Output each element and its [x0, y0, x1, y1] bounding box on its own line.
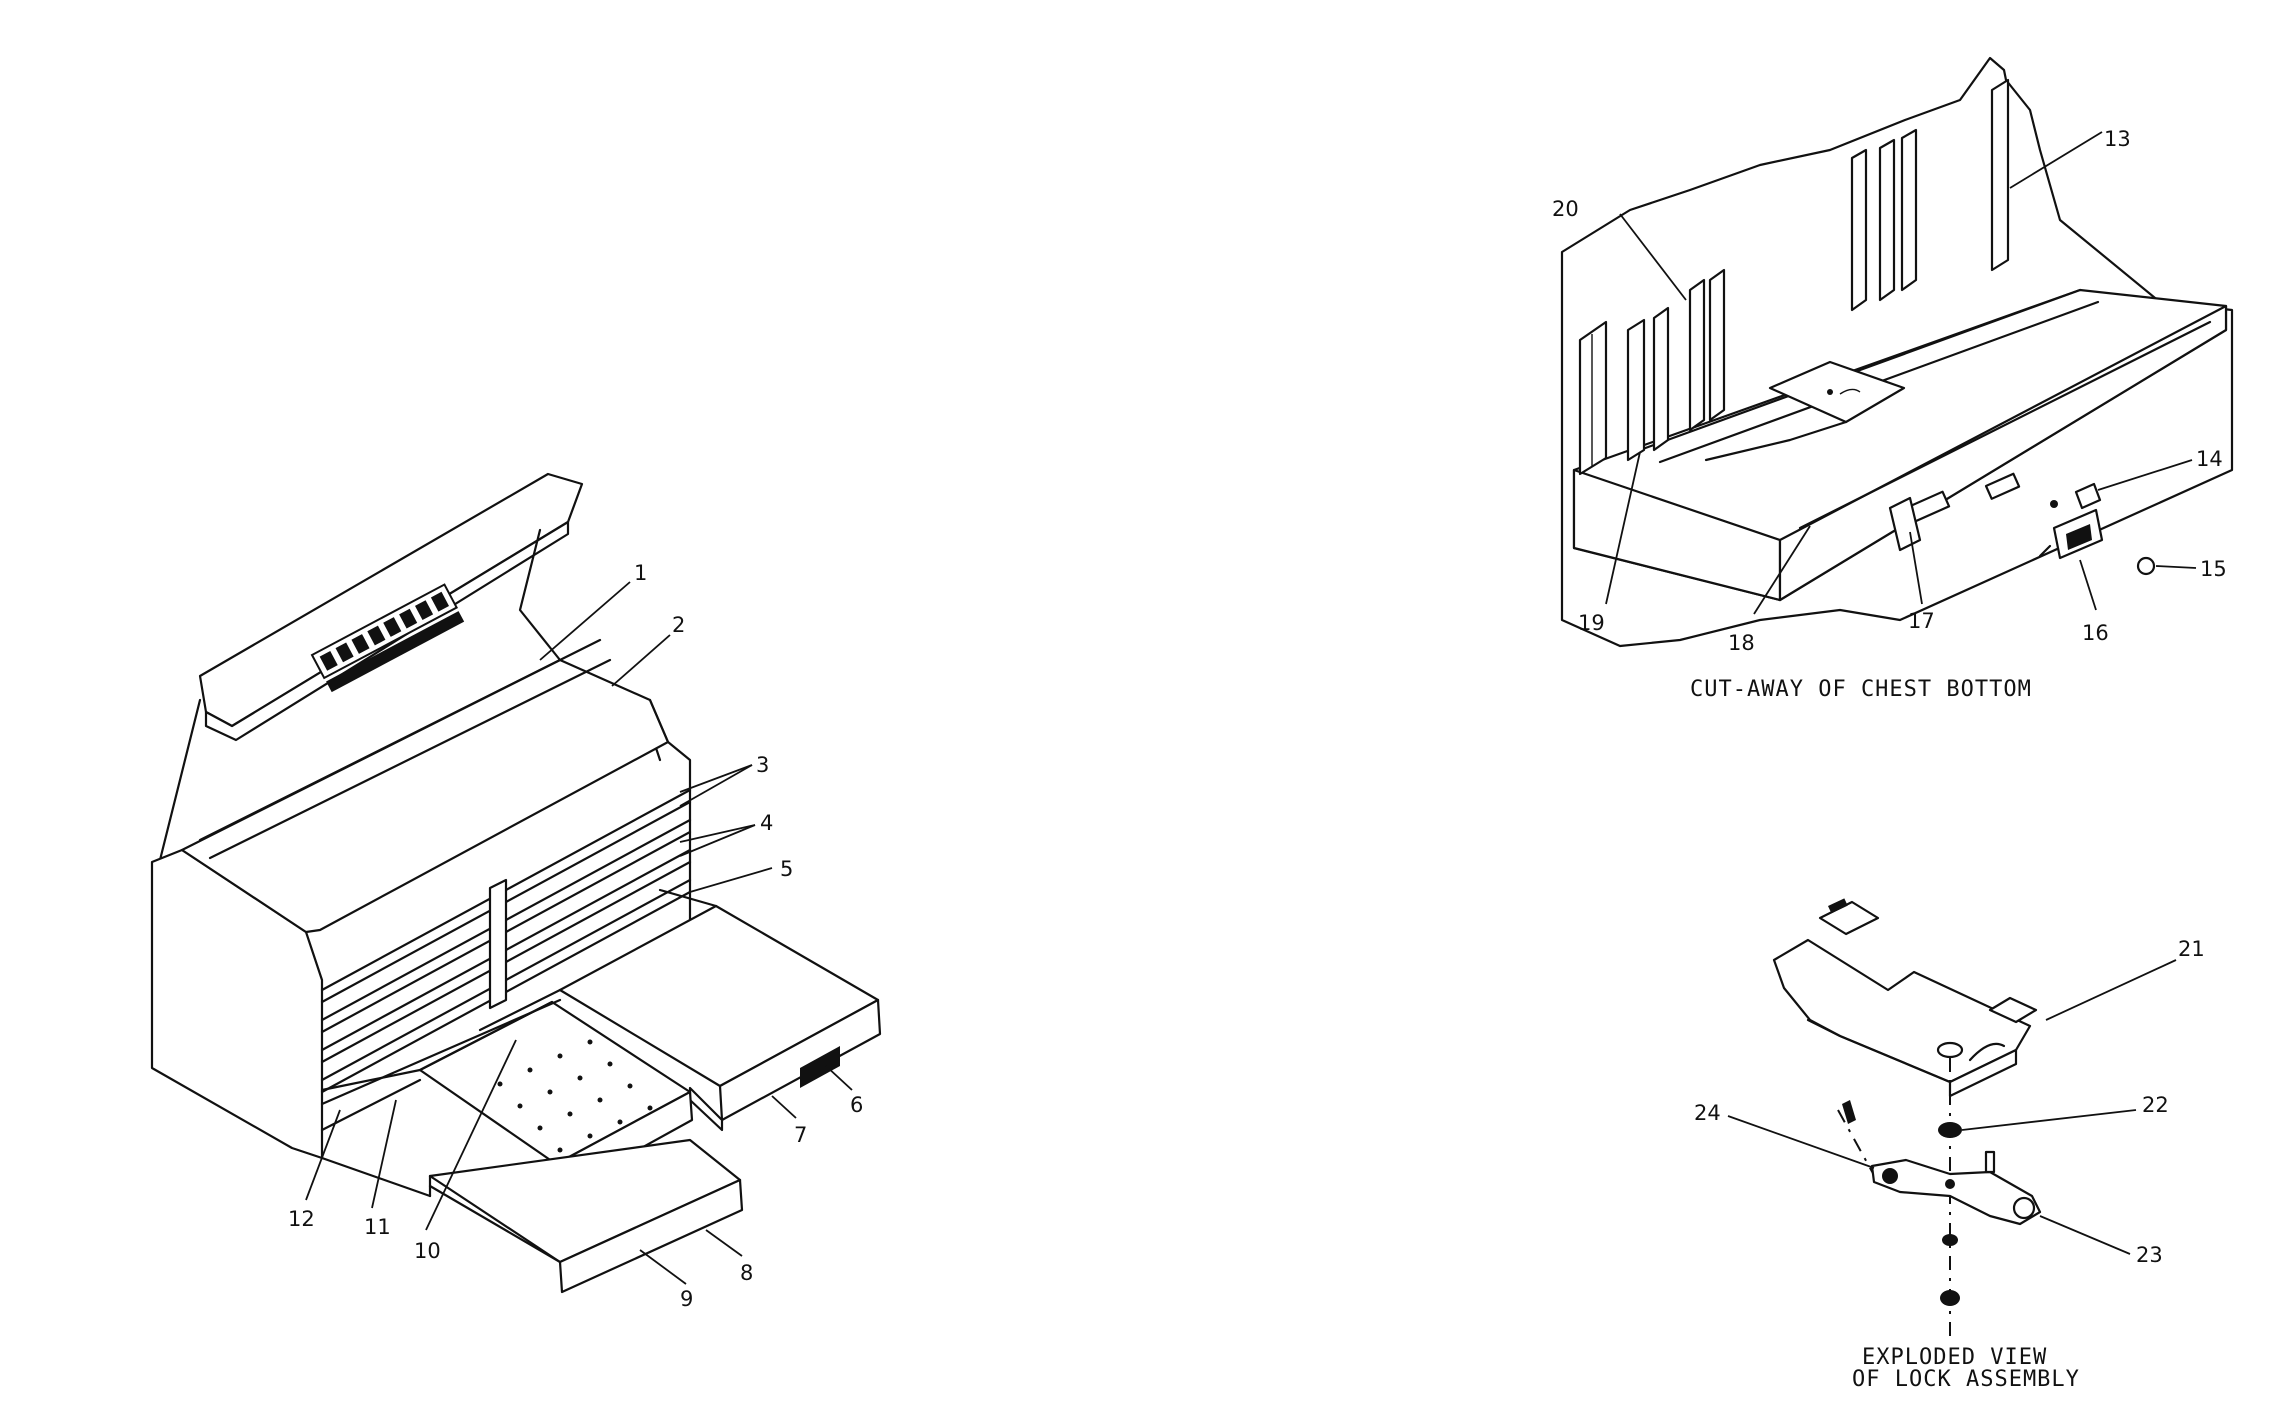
callout-3: 3	[756, 753, 769, 777]
right-open-drawer	[478, 888, 882, 1132]
callout-6: 6	[850, 1093, 863, 1117]
lock-assembly-drawing	[1772, 898, 2042, 1340]
callout-11: 11	[364, 1215, 391, 1239]
callout-17: 17	[1908, 609, 1935, 633]
callout-18: 18	[1728, 631, 1755, 655]
callout-16: 16	[2082, 621, 2109, 645]
callout-14: 14	[2196, 447, 2223, 471]
cutaway-leader-lines	[1605, 131, 2197, 615]
callout-1: 1	[634, 561, 647, 585]
callout-2: 2	[672, 613, 685, 637]
bottom-drawer	[428, 1138, 744, 1294]
cutaway-lock-plate	[1768, 360, 1906, 424]
callout-22: 22	[2142, 1093, 2169, 1117]
brand-lettering	[310, 583, 465, 693]
callout-7: 7	[794, 1123, 807, 1147]
caption-exploded-line1: EXPLODED VIEW	[1862, 1345, 2047, 1370]
callout-8: 8	[740, 1261, 753, 1285]
callout-19: 19	[1578, 611, 1605, 635]
callout-24: 24	[1694, 1101, 1721, 1125]
callout-20: 20	[1552, 197, 1579, 221]
callout-23: 23	[2136, 1243, 2163, 1267]
chest-leader-lines	[305, 581, 853, 1285]
callout-15: 15	[2200, 557, 2227, 581]
lock-leader-lines	[1727, 959, 2177, 1255]
callout-21: 21	[2178, 937, 2205, 961]
callout-numbers: 1 2 3 4 5 6 7 8 9 10 11 12 13 14 15 16 1…	[288, 127, 2227, 1311]
callout-5: 5	[780, 857, 793, 881]
callout-4: 4	[760, 811, 773, 835]
lock-cylinder-parts	[2038, 482, 2156, 576]
callout-12: 12	[288, 1207, 315, 1231]
callout-13: 13	[2104, 127, 2131, 151]
tool-chest-drawing	[150, 472, 882, 1294]
callout-9: 9	[680, 1287, 693, 1311]
callout-10: 10	[414, 1239, 441, 1263]
caption-exploded-line2: OF LOCK ASSEMBLY	[1852, 1367, 2080, 1392]
caption-cutaway: CUT-AWAY OF CHEST BOTTOM	[1690, 677, 2032, 702]
vertical-slide-channels	[1578, 78, 2010, 476]
cutaway-drawing	[1560, 56, 2234, 648]
lock-lever	[1870, 1158, 2042, 1226]
